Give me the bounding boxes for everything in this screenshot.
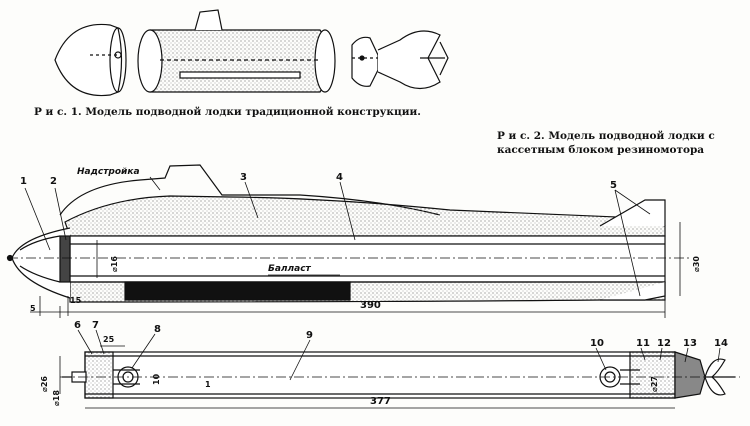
callout-1: 1 [20, 176, 27, 187]
label-ballast: Балласт [268, 264, 311, 274]
callout-5: 5 [610, 180, 617, 191]
fig2-upper-body [64, 195, 666, 237]
dim-d27: ⌀27 [650, 376, 659, 392]
fig3-tube [84, 351, 676, 399]
fig2-inner-tube [69, 235, 666, 283]
fig1-tail [351, 36, 379, 87]
fig1-tower [194, 9, 223, 31]
dim-25: 25 [103, 335, 115, 344]
dim-15: 15 [70, 296, 82, 305]
figure1-caption: Р и с. 1. Модель подводной лодки традици… [34, 106, 421, 118]
fig2-ballast [124, 281, 351, 301]
dim-inner-diameter: ⌀16 [110, 256, 119, 272]
figure2-drawing [6, 164, 690, 318]
dim-10: 10 [152, 373, 161, 385]
callout-8: 8 [154, 324, 161, 335]
figure2-caption-line1: Р и с. 2. Модель подводной лодки с [497, 130, 715, 142]
figure1-drawing [54, 9, 449, 97]
callout-2: 2 [50, 176, 57, 187]
dim-5: 5 [30, 304, 36, 313]
callout-13: 13 [683, 338, 697, 349]
figure3-drawing [59, 329, 740, 409]
dim-outer-diameter: ⌀30 [692, 256, 701, 272]
callout-10: 10 [590, 338, 604, 349]
callout-7: 7 [92, 320, 99, 331]
fig1-hull [141, 29, 331, 93]
fig2-tail-fin-bottom [600, 282, 666, 301]
callout-4: 4 [336, 172, 343, 183]
fig3-front-plug [84, 351, 114, 399]
dim-1: 1 [205, 380, 211, 389]
callout-14: 14 [714, 338, 728, 349]
figure2-caption-line2: кассетным блоком резиномотора [497, 144, 705, 156]
callout-9: 9 [306, 330, 313, 341]
label-superstructure: Надстройка [77, 167, 140, 177]
callout-12: 12 [657, 338, 671, 349]
fig2-tail-fin-top [599, 199, 666, 227]
callout-3: 3 [240, 172, 247, 183]
fig1-nose-cone [54, 23, 123, 97]
callout-11: 11 [636, 338, 650, 349]
dim-d18: ⌀18 [52, 390, 61, 406]
fig3-tail-cone [674, 351, 706, 399]
dim-length-377: 377 [370, 396, 391, 407]
dim-length-390: 390 [360, 300, 381, 311]
dim-d26: ⌀26 [40, 376, 49, 392]
callout-6: 6 [74, 320, 81, 331]
